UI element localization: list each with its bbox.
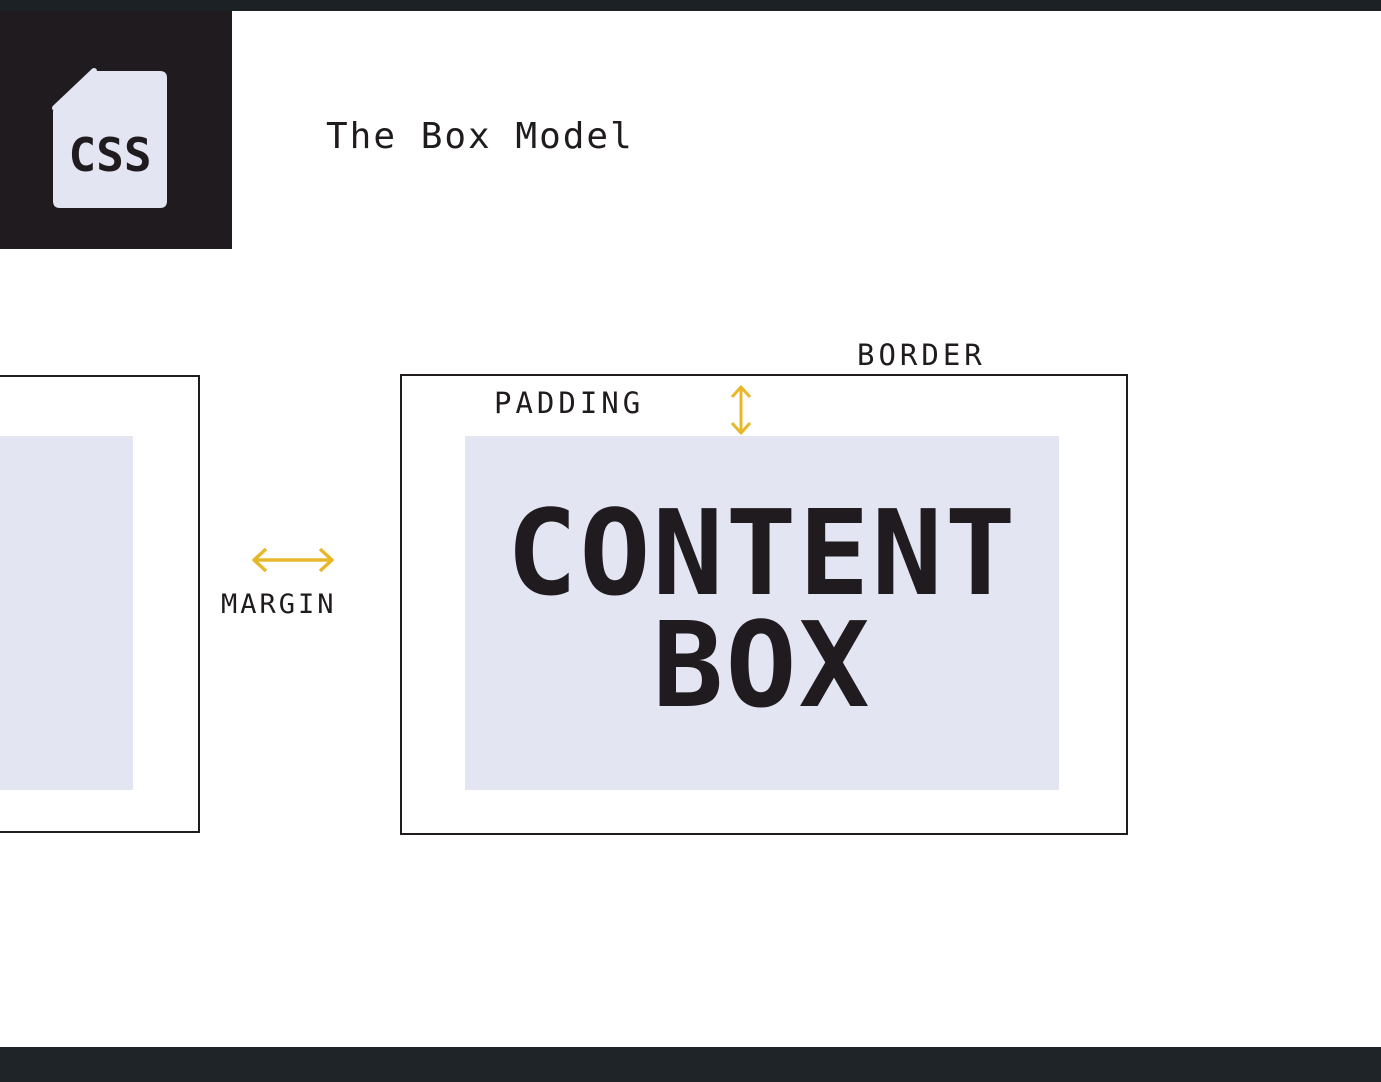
content-box-label: CONTENT BOX	[465, 484, 1059, 734]
logo-block: CSS	[0, 11, 232, 249]
page-title: The Box Model	[326, 116, 634, 157]
css-file-icon: CSS	[52, 68, 167, 208]
bottom-bar	[0, 1047, 1381, 1082]
neighbor-box-border	[0, 375, 200, 833]
neighbor-box-content	[0, 436, 133, 790]
logo-text: CSS	[68, 128, 151, 182]
top-bar	[0, 0, 1381, 11]
border-label: BORDER	[857, 338, 986, 372]
horizontal-double-arrow-icon	[252, 547, 334, 573]
content-line-1: CONTENT	[506, 484, 1018, 622]
content-line-2: BOX	[652, 596, 872, 734]
padding-label: PADDING	[494, 386, 645, 420]
main-box-border	[400, 374, 1128, 835]
margin-label: MARGIN	[221, 589, 337, 620]
vertical-double-arrow-icon	[730, 385, 752, 435]
main-box-content	[465, 436, 1059, 790]
